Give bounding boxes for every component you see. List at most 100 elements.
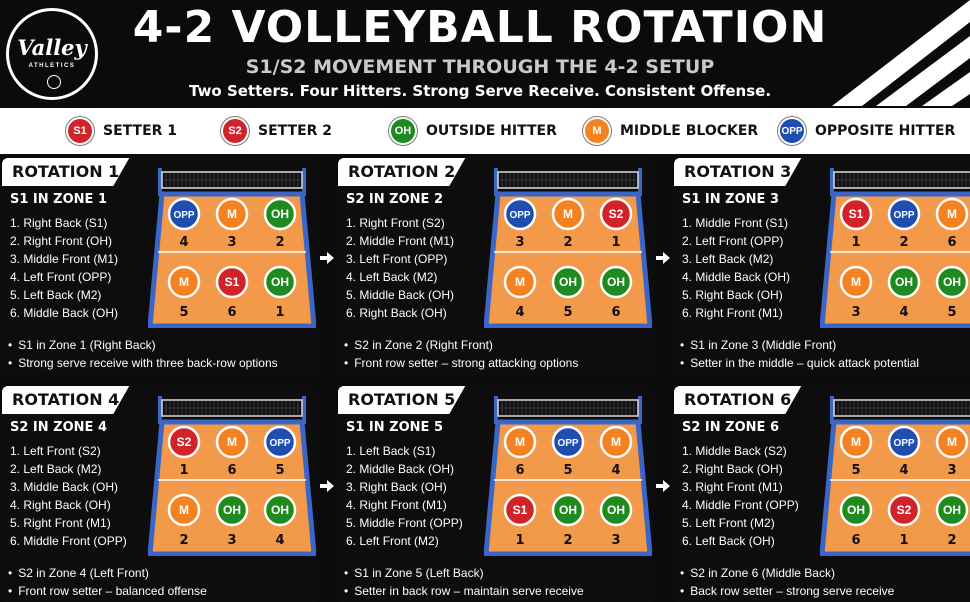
legend-circle: OPP <box>778 117 806 145</box>
note-item: S1 in Zone 5 (Left Back) <box>344 564 584 582</box>
player-circle <box>935 265 969 299</box>
note-item: Strong serve receive with three back-row… <box>8 354 277 372</box>
list-item: 5. Middle Front (OPP) <box>346 516 463 530</box>
zone-number: 1 <box>611 235 620 250</box>
arrow-right-icon <box>320 252 334 264</box>
player-circle <box>839 265 873 299</box>
zone-number: 4 <box>179 235 188 250</box>
page-subtitle: S1/S2 MOVEMENT THROUGH THE 4-2 SETUP <box>245 56 715 78</box>
zone-number: 3 <box>227 235 236 250</box>
player-code: M <box>563 207 573 221</box>
list-item: 3. Left Front (OPP) <box>346 252 448 266</box>
rotation-title: ROTATION 5 <box>338 386 465 414</box>
list-item: 1. Left Front (S2) <box>10 444 101 458</box>
decorative-stripes <box>832 0 970 106</box>
list-item: 4. Left Front (OPP) <box>10 270 112 284</box>
player-marker-m: M2 <box>551 197 585 250</box>
player-marker-m: M3 <box>839 265 873 320</box>
list-item: 3. Middle Back (OH) <box>10 480 119 494</box>
list-item: 1. Right Front (S2) <box>346 216 445 230</box>
list-item: 4. Middle Front (OPP) <box>682 498 799 512</box>
rotation-order-list: 1. Right Back (S1)2. Right Front (OH)3. … <box>10 214 118 322</box>
legend-item-oh: OH OUTSIDE HITTER <box>389 117 557 145</box>
zone-number: 4 <box>515 305 524 320</box>
logo-subtitle: ATHLETICS <box>28 63 76 69</box>
note-item: S1 in Zone 1 (Right Back) <box>8 336 278 354</box>
player-code: OH <box>271 275 289 289</box>
note-item: Front row setter – strong attacking opti… <box>344 354 578 372</box>
player-marker-oh: OH6 <box>599 265 633 320</box>
player-code: M <box>515 275 525 289</box>
list-item: 4. Right Front (M1) <box>346 498 447 512</box>
header: Valley ATHLETICS 4-2 VOLLEYBALL ROTATION… <box>0 0 970 106</box>
player-code: OH <box>271 503 289 517</box>
player-circle <box>263 425 297 459</box>
zone-number: 6 <box>227 305 236 320</box>
page-tagline: Two Setters. Four Hitters. Strong Serve … <box>188 82 772 100</box>
zone-number: 1 <box>179 463 188 478</box>
player-marker-oh: OH4 <box>263 493 297 548</box>
player-circle <box>551 425 585 459</box>
player-code: S1 <box>513 503 528 517</box>
legend-circle: S1 <box>66 117 94 145</box>
player-code: M <box>851 435 861 449</box>
rotation-title: ROTATION 6 <box>674 386 801 414</box>
legend-circle: M <box>583 117 611 145</box>
player-circle <box>887 197 921 231</box>
player-code: S2 <box>177 435 192 449</box>
player-marker-oh: OH3 <box>599 493 633 548</box>
player-marker-m: M4 <box>599 425 633 478</box>
player-code: OH <box>943 503 961 517</box>
player-circle <box>215 425 249 459</box>
setter-zone-heading: S1 IN ZONE 3 <box>682 192 779 207</box>
volleyball-icon <box>47 75 61 89</box>
zone-number: 6 <box>947 235 956 250</box>
zone-number: 5 <box>947 305 956 320</box>
setter-zone-heading: S1 IN ZONE 5 <box>346 420 443 435</box>
list-item: 2. Middle Back (OH) <box>346 462 455 476</box>
list-item: 1. Left Back (S1) <box>346 444 436 458</box>
note-item: Setter in the middle – quick attack pote… <box>680 354 919 372</box>
player-circle <box>839 493 873 527</box>
player-circle <box>887 493 921 527</box>
player-code: OPP <box>557 438 578 449</box>
zone-number: 1 <box>515 533 524 548</box>
list-item: 6. Left Back (OH) <box>682 534 775 548</box>
player-circle <box>503 493 537 527</box>
note-item: Setter in back row – maintain serve rece… <box>344 582 583 600</box>
player-code: M <box>611 435 621 449</box>
legend-circle: S2 <box>221 117 249 145</box>
zone-number: 6 <box>611 305 620 320</box>
player-code: OPP <box>893 438 914 449</box>
zone-number: 5 <box>275 463 284 478</box>
list-item: 5. Middle Back (OH) <box>346 288 455 302</box>
list-item: 5. Left Front (M2) <box>682 516 775 530</box>
list-item: 2. Left Front (OPP) <box>682 234 784 248</box>
player-code: M <box>851 275 861 289</box>
rotation-panel-5: ROTATION 5 S1 IN ZONE 5 1. Left Back (S1) 2… <box>338 386 654 602</box>
rotation-notes: S1 in Zone 5 (Left Back)Setter in back r… <box>344 564 584 600</box>
logo-name: Valley <box>17 35 87 60</box>
note-item: S2 in Zone 6 (Middle Back) <box>680 564 894 582</box>
player-code: M <box>179 503 189 517</box>
rotation-title: ROTATION 1 <box>2 158 129 186</box>
player-marker-m: M4 <box>503 265 537 320</box>
rotation-notes: S2 in Zone 2 (Right Front)Front row sett… <box>344 336 578 372</box>
player-code: OH <box>943 275 961 289</box>
player-marker-m: M5 <box>839 425 873 478</box>
list-item: 3. Middle Front (M1) <box>10 252 119 266</box>
player-marker-oh: OH1 <box>263 265 297 320</box>
arrow-right-icon <box>656 252 670 264</box>
net-post-left <box>830 168 834 196</box>
list-item: 2. Right Back (OH) <box>682 462 783 476</box>
player-circle <box>263 197 297 231</box>
player-marker-oh: OH2 <box>935 493 969 548</box>
player-circle <box>167 425 201 459</box>
player-code: M <box>179 275 189 289</box>
